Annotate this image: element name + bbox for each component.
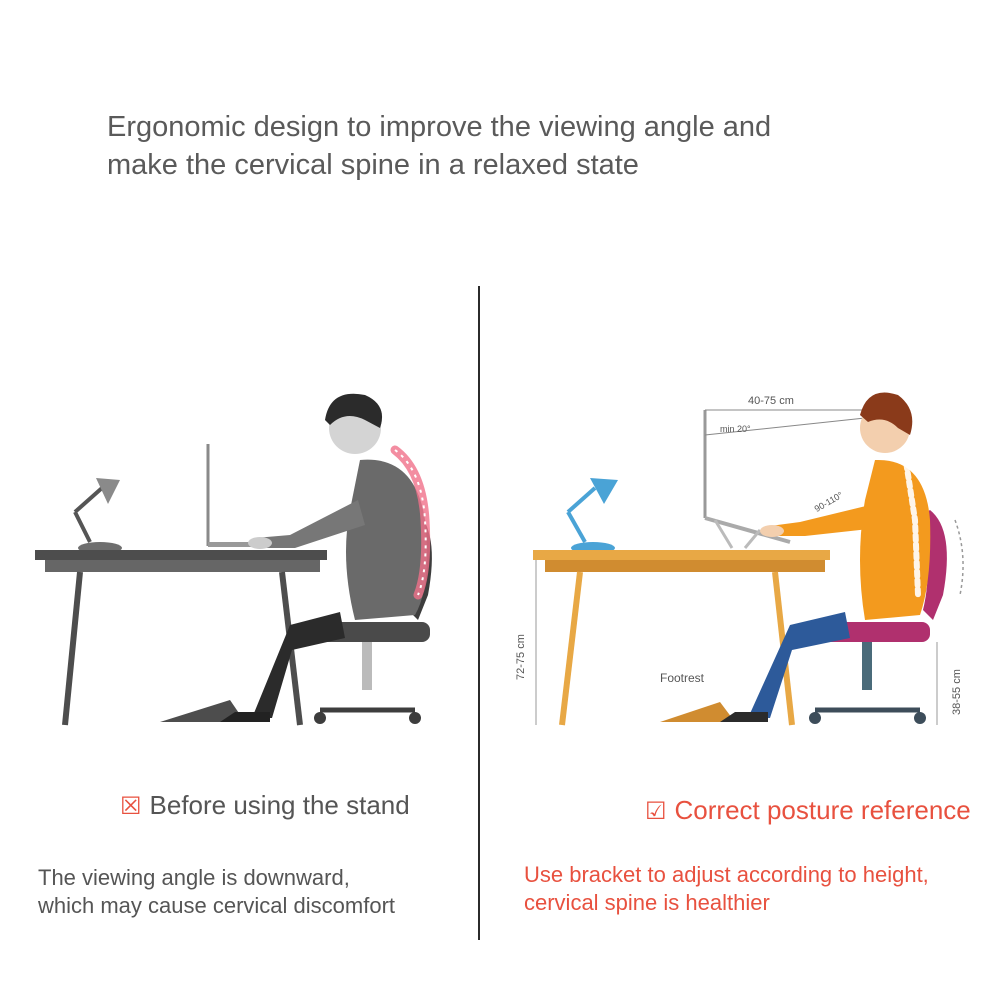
desk-height-dimension: 72-75 cm <box>515 560 537 725</box>
center-divider <box>478 286 480 940</box>
desk-lamp-icon <box>73 478 122 554</box>
footrest <box>160 700 245 722</box>
before-illustration <box>35 393 432 726</box>
desk <box>35 550 327 726</box>
footrest <box>660 702 735 722</box>
before-title: Before using the stand <box>149 790 410 820</box>
before-desc-line-1: The viewing angle is downward, <box>38 865 350 890</box>
seat-height-label: 38-55 cm <box>951 669 963 715</box>
headline-line-1: Ergonomic design to improve the viewing … <box>107 111 772 143</box>
desk-height-label: 72-75 cm <box>515 634 527 680</box>
laptop-on-stand <box>703 410 791 549</box>
headline: Ergonomic design to improve the viewing … <box>107 108 967 184</box>
elbow-angle-label: 90-110° <box>813 490 845 514</box>
headline-line-2: make the cervical spine in a relaxed sta… <box>107 149 639 181</box>
viewing-distance-indicator: 40-75 cm min 20° 90-110° <box>704 395 866 514</box>
check-box-icon: ☑ <box>645 798 667 825</box>
after-caption: ☑ Correct posture reference <box>645 795 971 826</box>
after-description: Use bracket to adjust according to heigh… <box>524 861 929 917</box>
seat-height-dimension: 38-55 cm <box>936 642 963 725</box>
laptop <box>206 444 288 547</box>
footrest-label: Footrest <box>660 671 705 685</box>
after-desc-line-2: cervical spine is healthier <box>524 890 770 915</box>
cross-box-icon: ☒ <box>120 793 142 820</box>
after-title: Correct posture reference <box>674 795 971 825</box>
min-angle-label: min 20° <box>720 424 751 434</box>
before-desc-line-2: which may cause cervical discomfort <box>38 893 396 918</box>
upright-person <box>720 392 964 722</box>
after-desc-line-1: Use bracket to adjust according to heigh… <box>524 862 929 887</box>
before-description: The viewing angle is downward, which may… <box>38 864 395 920</box>
after-illustration: 40-75 cm min 20° 90-110° 72-75 cm Footre… <box>515 392 964 726</box>
distance-label: 40-75 cm <box>748 395 794 407</box>
before-caption: ☒ Before using the stand <box>120 790 410 821</box>
slouching-person <box>220 393 431 722</box>
desk-lamp-icon <box>566 478 618 554</box>
